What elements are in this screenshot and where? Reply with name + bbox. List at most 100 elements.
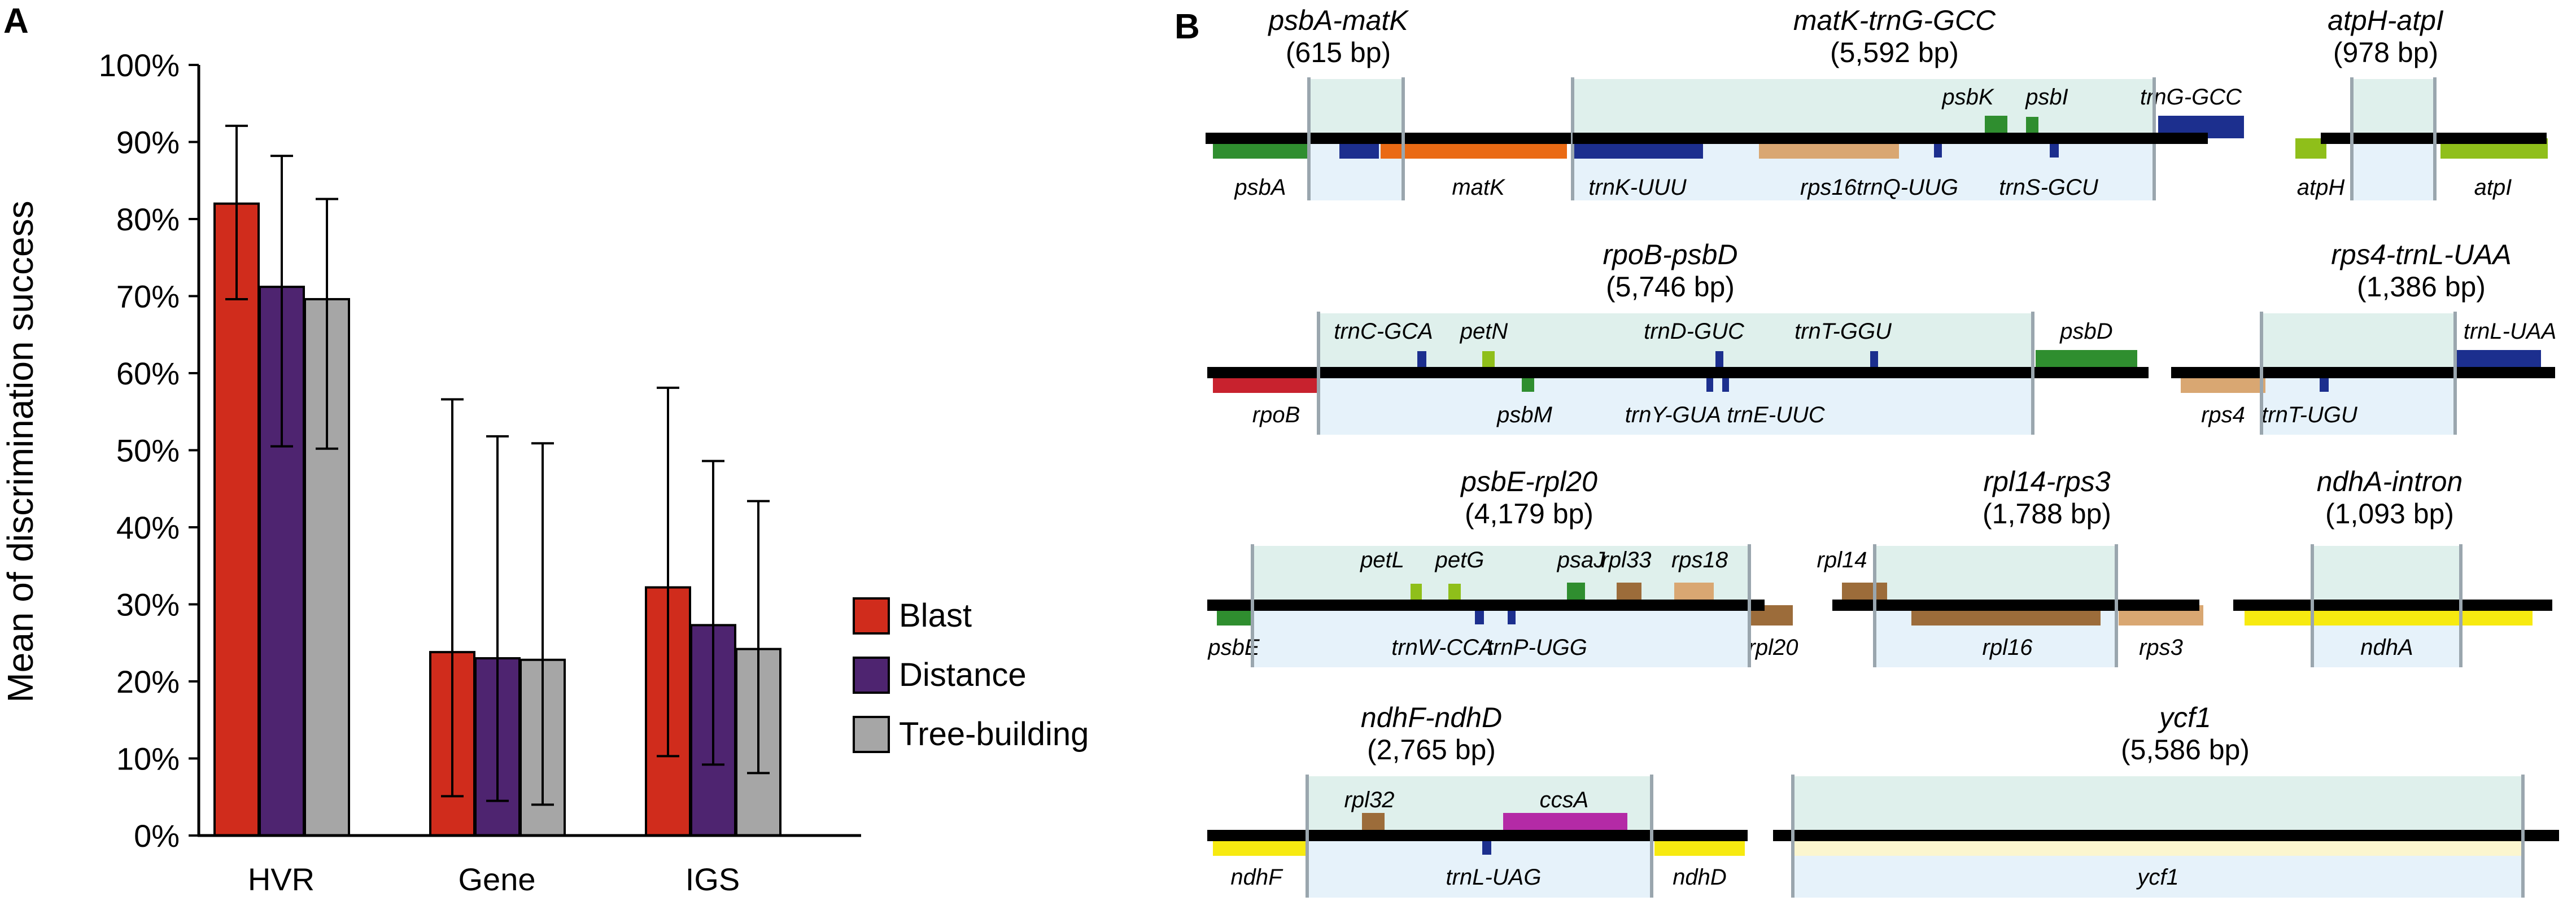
y-tick-label: 70% xyxy=(116,279,180,314)
region-rpl14-rps3: rpl14-rps3(1,788 bp) rpl14 rpl16 rps3 xyxy=(1817,466,2203,667)
region-highlight-upper xyxy=(2312,546,2461,605)
gene-label: matK xyxy=(1452,175,1506,200)
legend-swatch xyxy=(853,716,890,753)
region-title: rpl14-rps3 xyxy=(1983,466,2110,497)
region-title: rpoB-psbD xyxy=(1603,239,1738,270)
y-tick-label: 100% xyxy=(99,47,180,83)
region-ndha-intron: ndhA-intron(1,093 bp)ndhA xyxy=(2233,466,2552,667)
gene-label: trnL-UAG xyxy=(1446,865,1542,890)
panel-a-letter: A xyxy=(3,2,29,41)
region-highlight-upper xyxy=(1318,313,2033,373)
region-ycf1: ycf1(5,586 bp)ycf1 xyxy=(1773,702,2559,898)
gene-label: rpl20 xyxy=(1748,635,1798,660)
gene-label: trnK-UUU xyxy=(1588,175,1687,200)
gene-label: rpl33 xyxy=(1601,548,1652,572)
gene-label: rpl32 xyxy=(1344,788,1395,812)
region-size: (5,586 bp) xyxy=(2121,734,2250,766)
gene-label: petN xyxy=(1460,319,1508,344)
region-highlight-upper xyxy=(1875,546,2116,605)
region-highlight-lower xyxy=(1252,605,1749,667)
gene-label: psbM xyxy=(1496,403,1552,427)
region-backbone xyxy=(2171,367,2555,378)
legend-swatch xyxy=(853,657,890,694)
gene-label: trnT-GGU xyxy=(1795,319,1892,344)
region-title: rps4-trnL-UAA xyxy=(2331,239,2512,270)
region-backbone xyxy=(1573,133,2208,144)
y-tick-label: 0% xyxy=(134,818,180,854)
region-backbone xyxy=(1207,367,2149,378)
region-backbone xyxy=(1832,600,2199,611)
legend-label: Blast xyxy=(899,597,972,634)
legend-label: Distance xyxy=(899,657,1027,693)
gene-label: trnY-GUA xyxy=(1625,403,1721,427)
gene-label: rps16 xyxy=(1800,175,1857,200)
gene-label: rps3 xyxy=(2139,635,2183,660)
gene-label: psbA xyxy=(1234,175,1286,200)
y-tick-label: 80% xyxy=(116,202,180,237)
y-tick-label: 30% xyxy=(116,587,180,623)
gene-label: ccsA xyxy=(1540,788,1589,812)
region-size: (5,592 bp) xyxy=(1830,37,1959,68)
region-title: psbE-rpl20 xyxy=(1460,466,1597,497)
gene-label: trnG-GCC xyxy=(2140,85,2242,110)
gene-label: rpoB xyxy=(1252,403,1300,427)
region-highlight-lower xyxy=(1318,373,2033,435)
y-axis-label: Mean of discrimination success xyxy=(0,200,41,702)
region-highlight-upper xyxy=(2352,79,2435,138)
gene-label: ndhA xyxy=(2360,635,2413,660)
gene-label: ndhD xyxy=(1673,865,1727,890)
region-size: (1,093 bp) xyxy=(2325,498,2454,530)
region-title: ndhF-ndhD xyxy=(1361,702,1502,733)
y-tick-label: 40% xyxy=(116,510,180,545)
bar-blast-hvr xyxy=(213,202,260,837)
gene-label: trnE-UUC xyxy=(1727,403,1825,427)
region-highlight-upper xyxy=(1309,79,1403,138)
gene-label: trnC-GCA xyxy=(1334,319,1433,344)
gene-label: trnP-UGG xyxy=(1487,635,1587,660)
region-size: (978 bp) xyxy=(2333,37,2438,68)
region-highlight-lower xyxy=(1307,836,1652,898)
region-highlight-upper xyxy=(1252,546,1749,605)
gene-label: atpH xyxy=(2297,175,2345,200)
gene-label: rpl16 xyxy=(1983,635,2033,660)
gene-label: psbD xyxy=(2059,319,2112,344)
gene-label: petL xyxy=(1360,548,1404,572)
gene-label: rps18 xyxy=(1671,548,1728,572)
region-title: matK-trnG-GCC xyxy=(1793,5,1996,36)
region-size: (615 bp) xyxy=(1286,37,1391,68)
legend-swatch xyxy=(853,597,890,635)
gene-label: ndhF xyxy=(1230,865,1283,890)
gene-label: ycf1 xyxy=(2136,865,2178,890)
region-backbone xyxy=(1207,830,1748,841)
y-tick-label: 60% xyxy=(116,356,180,391)
y-tick-label: 10% xyxy=(116,741,180,777)
region-size: (1,788 bp) xyxy=(1983,498,2111,530)
gene-label: psaJ xyxy=(1557,548,1605,572)
region-size: (5,746 bp) xyxy=(1606,271,1735,303)
region-title: atpH-atpI xyxy=(2328,5,2444,36)
gene-label: trnS-GCU xyxy=(1999,175,2099,200)
x-category-label: Gene xyxy=(459,861,536,897)
gene-label: trnQ-UUG xyxy=(1857,175,1958,200)
region-highlight-upper xyxy=(1573,79,2154,138)
gene-label: rpl14 xyxy=(1817,548,1867,572)
y-tick-label: 20% xyxy=(116,664,180,699)
gene-label: trnL-UAA xyxy=(2464,319,2557,344)
gene-label: trnT-UGU xyxy=(2261,403,2358,427)
y-tick-label: 50% xyxy=(116,433,180,469)
region-highlight-lower xyxy=(2352,138,2435,200)
gene-label: trnD-GUC xyxy=(1644,319,1745,344)
region-title: ycf1 xyxy=(2158,702,2211,733)
region-highlight-upper xyxy=(2261,313,2455,373)
gene-label: trnW-CCA xyxy=(1391,635,1494,660)
legend-label: Tree-building xyxy=(899,716,1089,753)
gene-label: petG xyxy=(1435,548,1485,572)
x-category-label: HVR xyxy=(248,861,315,897)
region-size: (4,179 bp) xyxy=(1465,498,1593,530)
region-backbone xyxy=(2233,600,2552,611)
region-rpob-psbd: rpoB-psbD(5,746 bp) rpoB trnC-GCA petN psbM t… xyxy=(1207,239,2149,435)
